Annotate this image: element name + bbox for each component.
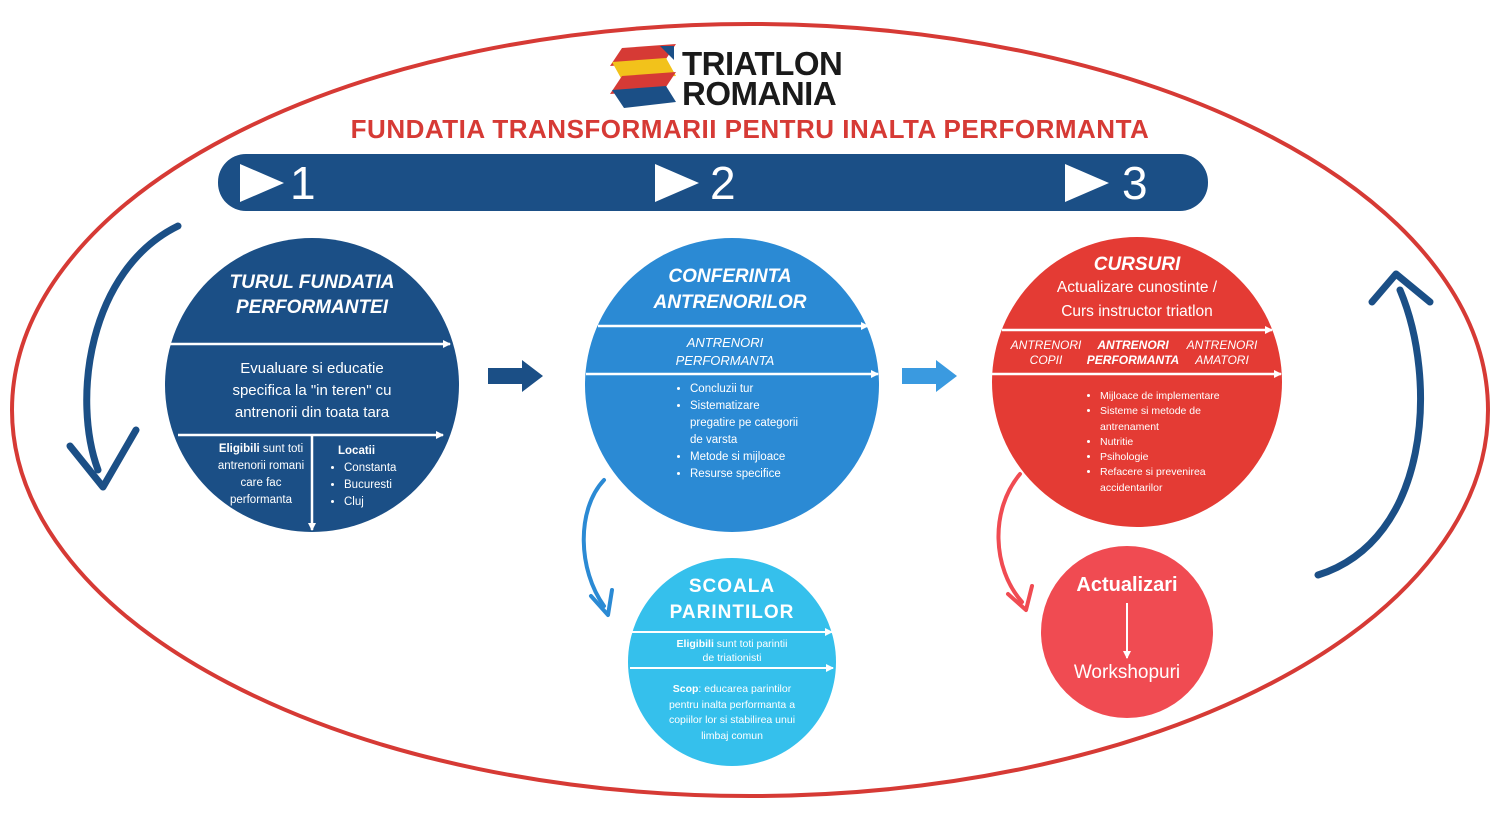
scoala-title-line1: SCOALA <box>688 576 776 597</box>
curved-arrow-right-icon <box>1314 270 1434 579</box>
step-1-number: 1 <box>290 157 316 209</box>
conferinta-title-line2: ANTRENORILOR <box>653 292 807 313</box>
conferinta-title: CONFERINTA ANTRENORILOR <box>610 264 850 316</box>
cursuri-subtitle-line2: Curs instructor triatlon <box>1061 303 1213 320</box>
tur-eligible-rest: sunt toti antrenorii romani care fac per… <box>217 443 305 506</box>
curved-arrow-red-icon <box>996 472 1034 612</box>
conferinta-subtitle: ANTRENORI PERFORMANTA <box>640 334 810 370</box>
outer-ellipse <box>10 22 1490 798</box>
list-item: Resurse specifice <box>690 466 802 483</box>
tur-locations-list: Constanta Bucuresti Cluj <box>326 460 426 511</box>
tur-title-line2: PERFORMANTEI <box>236 297 388 318</box>
list-item: Mijloace de implementare <box>1100 389 1222 404</box>
group-line2: COPII <box>1029 353 1063 367</box>
list-item: Nutritie <box>1100 435 1222 450</box>
cursuri-group-amatori: ANTRENORI AMATORI <box>1180 338 1264 368</box>
tur-title-line1: TURUL FUNDATIA <box>229 272 395 293</box>
scoala-scope: Scop: educarea parintilor pentru inalta … <box>662 682 802 744</box>
page-title: FUNDATIA TRANSFORMARII PENTRU INALTA PER… <box>350 114 1150 144</box>
tur-title: TURUL FUNDATIA PERFORMANTEI <box>182 270 442 320</box>
tur-eligible: Eligibili sunt toti antrenorii romani ca… <box>208 441 314 509</box>
tur-description: Evualuare si educatie specifica la "in t… <box>232 360 392 421</box>
logo-icon <box>610 44 676 108</box>
group-line1: ANTRENORI <box>1097 338 1169 352</box>
conferinta-subtitle-line2: PERFORMANTA <box>675 353 775 368</box>
right-arrow-icon <box>488 360 543 392</box>
logo-text: TRIATLON ROMANIA <box>682 45 843 112</box>
list-item: Sisteme si metode de antrenament <box>1100 404 1222 435</box>
list-item: Refacere si prevenirea accidentarilor <box>1100 465 1222 496</box>
tur-locations-title: Locatii <box>338 445 376 457</box>
scoala-title: SCOALA PARINTILOR <box>632 574 832 626</box>
step-band <box>218 154 1208 211</box>
actualizari-title: Actualizari <box>1076 574 1178 596</box>
group-line2: PERFORMANTA <box>1086 353 1180 367</box>
curved-arrow-blue-icon <box>581 478 614 617</box>
circle-tur-fundatia <box>165 238 459 532</box>
list-item: Sistematizare pregatire pe categorii de … <box>690 398 802 449</box>
scoala-eligible-bold: Eligibili <box>676 638 714 650</box>
cursuri-subtitle-line1: Actualizare cunostinte / <box>1056 279 1218 296</box>
list-item: Psihologie <box>1100 450 1222 465</box>
scoala-eligible-rest: sunt toti parintii de triationisti <box>702 638 788 664</box>
circle-cursuri <box>992 237 1282 527</box>
scoala-title-line2: PARINTILOR <box>669 602 795 623</box>
conferinta-bullets: Concluzii tur Sistematizare pregatire pe… <box>672 381 802 483</box>
circle-scoala-parintilor <box>628 558 836 766</box>
right-arrow-icon <box>902 360 957 392</box>
step-3-number: 3 <box>1122 157 1148 209</box>
scoala-scope-bold: Scop <box>672 683 699 695</box>
tur-locations: Locatii Constanta Bucuresti Cluj <box>326 443 426 511</box>
list-item: Cluj <box>344 494 426 511</box>
scoala-scope-rest: : educarea parintilor pentru inalta perf… <box>668 683 796 742</box>
group-line2: AMATORI <box>1195 353 1249 367</box>
list-item: Constanta <box>344 460 426 477</box>
conferinta-subtitle-line1: ANTRENORI <box>686 335 764 350</box>
cursuri-title: CURSURI <box>1093 254 1181 275</box>
list-item: Metode si mijloace <box>690 449 802 466</box>
group-line1: ANTRENORI <box>1186 338 1258 352</box>
cursuri-subtitle: Actualizare cunostinte / Curs instructor… <box>1017 276 1257 324</box>
cursuri-bullet-list: Mijloace de implementare Sisteme si meto… <box>1082 389 1222 496</box>
list-item: Bucuresti <box>344 477 426 494</box>
step-2-number: 2 <box>710 157 736 209</box>
step-1-play-icon <box>240 164 284 202</box>
circle-conferinta <box>585 238 879 532</box>
cursuri-bullets: Mijloace de implementare Sisteme si meto… <box>1082 389 1222 496</box>
logo-line2: ROMANIA <box>682 75 837 112</box>
step-3-play-icon <box>1065 164 1109 202</box>
workshopuri-label: Workshopuri <box>1073 662 1181 683</box>
scoala-eligible: Eligibili sunt toti parintii de triation… <box>672 637 792 665</box>
list-item: Concluzii tur <box>690 381 802 398</box>
cursuri-group-performanta: ANTRENORI PERFORMANTA <box>1080 338 1186 368</box>
cursuri-group-copii: ANTRENORI COPII <box>1004 338 1088 368</box>
group-line1: ANTRENORI <box>1010 338 1082 352</box>
step-2-play-icon <box>655 164 699 202</box>
logo-line1: TRIATLON <box>682 45 843 82</box>
curved-arrow-left-icon <box>66 222 182 491</box>
tur-eligible-bold: Eligibili <box>218 443 260 455</box>
conferinta-title-line1: CONFERINTA <box>668 266 792 287</box>
conferinta-bullet-list: Concluzii tur Sistematizare pregatire pe… <box>672 381 802 483</box>
